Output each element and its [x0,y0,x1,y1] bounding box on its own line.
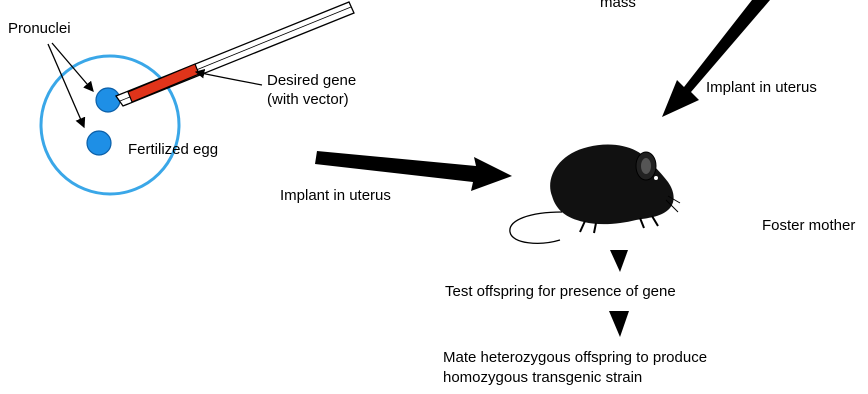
down-arrow-2 [609,311,629,337]
fertilized-egg-label: Fertilized egg [128,141,218,159]
implant-arrow-right [662,0,770,117]
gene-pointer-arrow [196,72,262,85]
implant-right-label: Implant in uterus [706,79,817,97]
desired-gene-vector-label: (with vector) [267,91,349,109]
pronuclei-label: Pronuclei [8,20,71,38]
implant-left-label: Implant in uterus [280,187,391,205]
pronucleus-upper [96,88,120,112]
mass-label: mass [600,0,636,12]
implant-arrow-left [315,151,512,191]
foster-mother-mouse [510,145,680,244]
gene-segment [128,64,199,102]
down-arrow-1 [610,250,628,272]
desired-gene-label: Desired gene [267,72,356,90]
test-offspring-label: Test offspring for presence of gene [445,283,676,301]
pronucleus-lower [87,131,111,155]
mate-label-line2: homozygous transgenic strain [443,369,642,387]
mate-label-line1: Mate heterozygous offspring to produce [443,349,707,367]
foster-mother-label: Foster mother [762,217,855,235]
